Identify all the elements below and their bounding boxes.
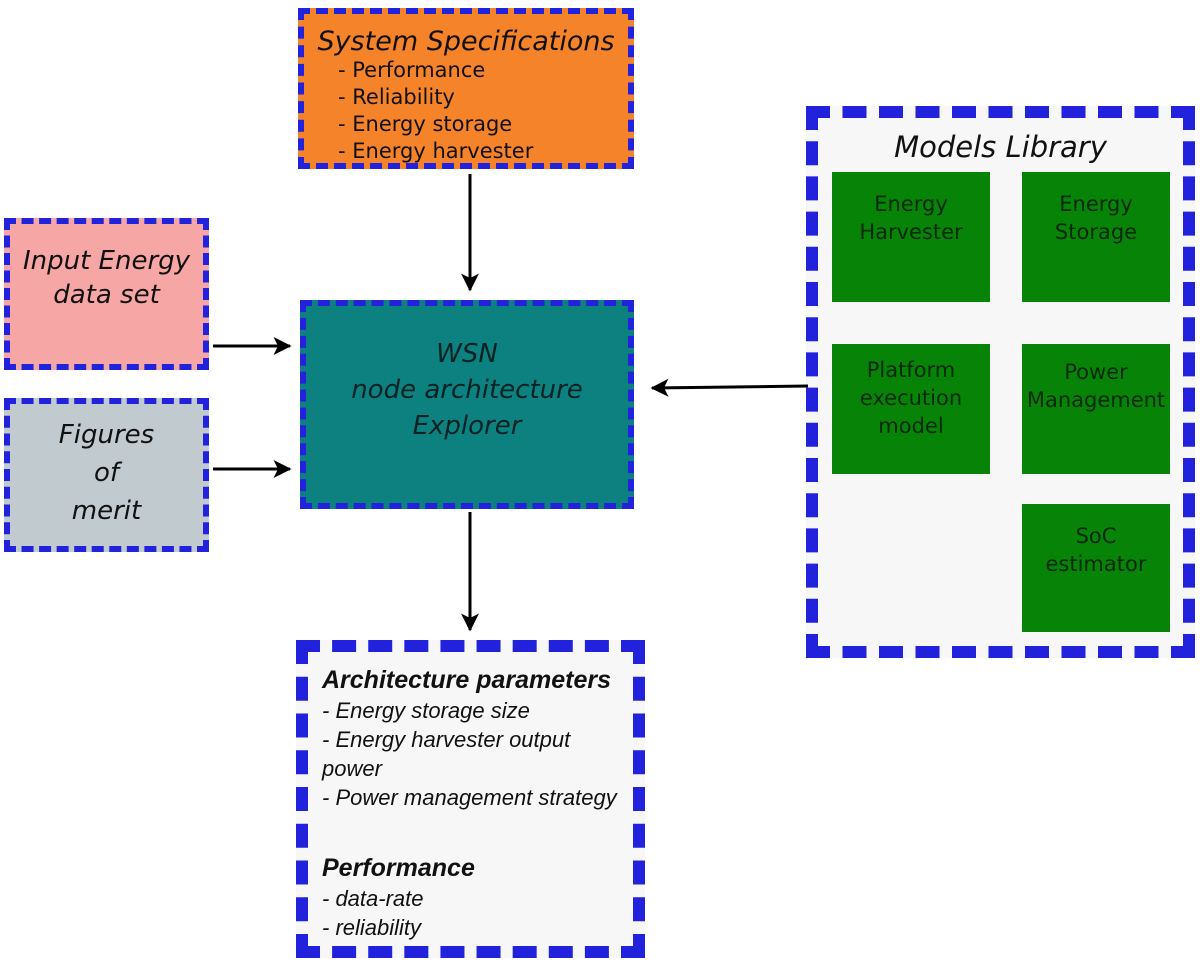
system-specifications-box: System Specifications - Performance - Re… [298,8,634,169]
performance-item: - reliability [322,915,422,940]
model-platform-execution-model: Platform execution model [832,344,990,474]
system-specifications-item: - Energy storage [338,112,513,136]
models-library-title: Models Library [894,130,1107,164]
models-library-box: Models Library Energy Harvester Energy S… [806,106,1195,658]
wsn-node-architecture-explorer-box: WSN node architecture Explorer [300,300,634,509]
model-energy-storage: Energy Storage [1022,172,1170,302]
system-specifications-item: - Performance [338,58,486,82]
input-energy-data-set-box: Input Energy data set [4,218,209,370]
figures-of-merit-box: Figures of merit [4,398,209,552]
system-specifications-item: - Reliability [338,85,455,109]
architecture-parameters-item: - Power management strategy [322,785,617,810]
architecture-parameters-item: - Energy storage size [322,698,530,723]
system-specifications-title: System Specifications [317,26,615,57]
model-power-management: Power Management [1022,344,1170,474]
performance-item: - data-rate [322,886,424,911]
architecture-parameters-item: - Energy harvester output power [322,727,571,781]
model-energy-harvester: Energy Harvester [832,172,990,302]
outputs-box: Architecture parameters - Energy storage… [296,640,645,958]
arrow-models-library-to-wsn [650,378,809,397]
architecture-parameters-heading: Architecture parameters [322,666,612,694]
model-soc-estimator: SoC estimator [1022,504,1170,632]
performance-heading: Performance [322,854,475,882]
system-specifications-item: - Energy harvester [338,139,534,163]
outputs-spacer [322,812,619,848]
